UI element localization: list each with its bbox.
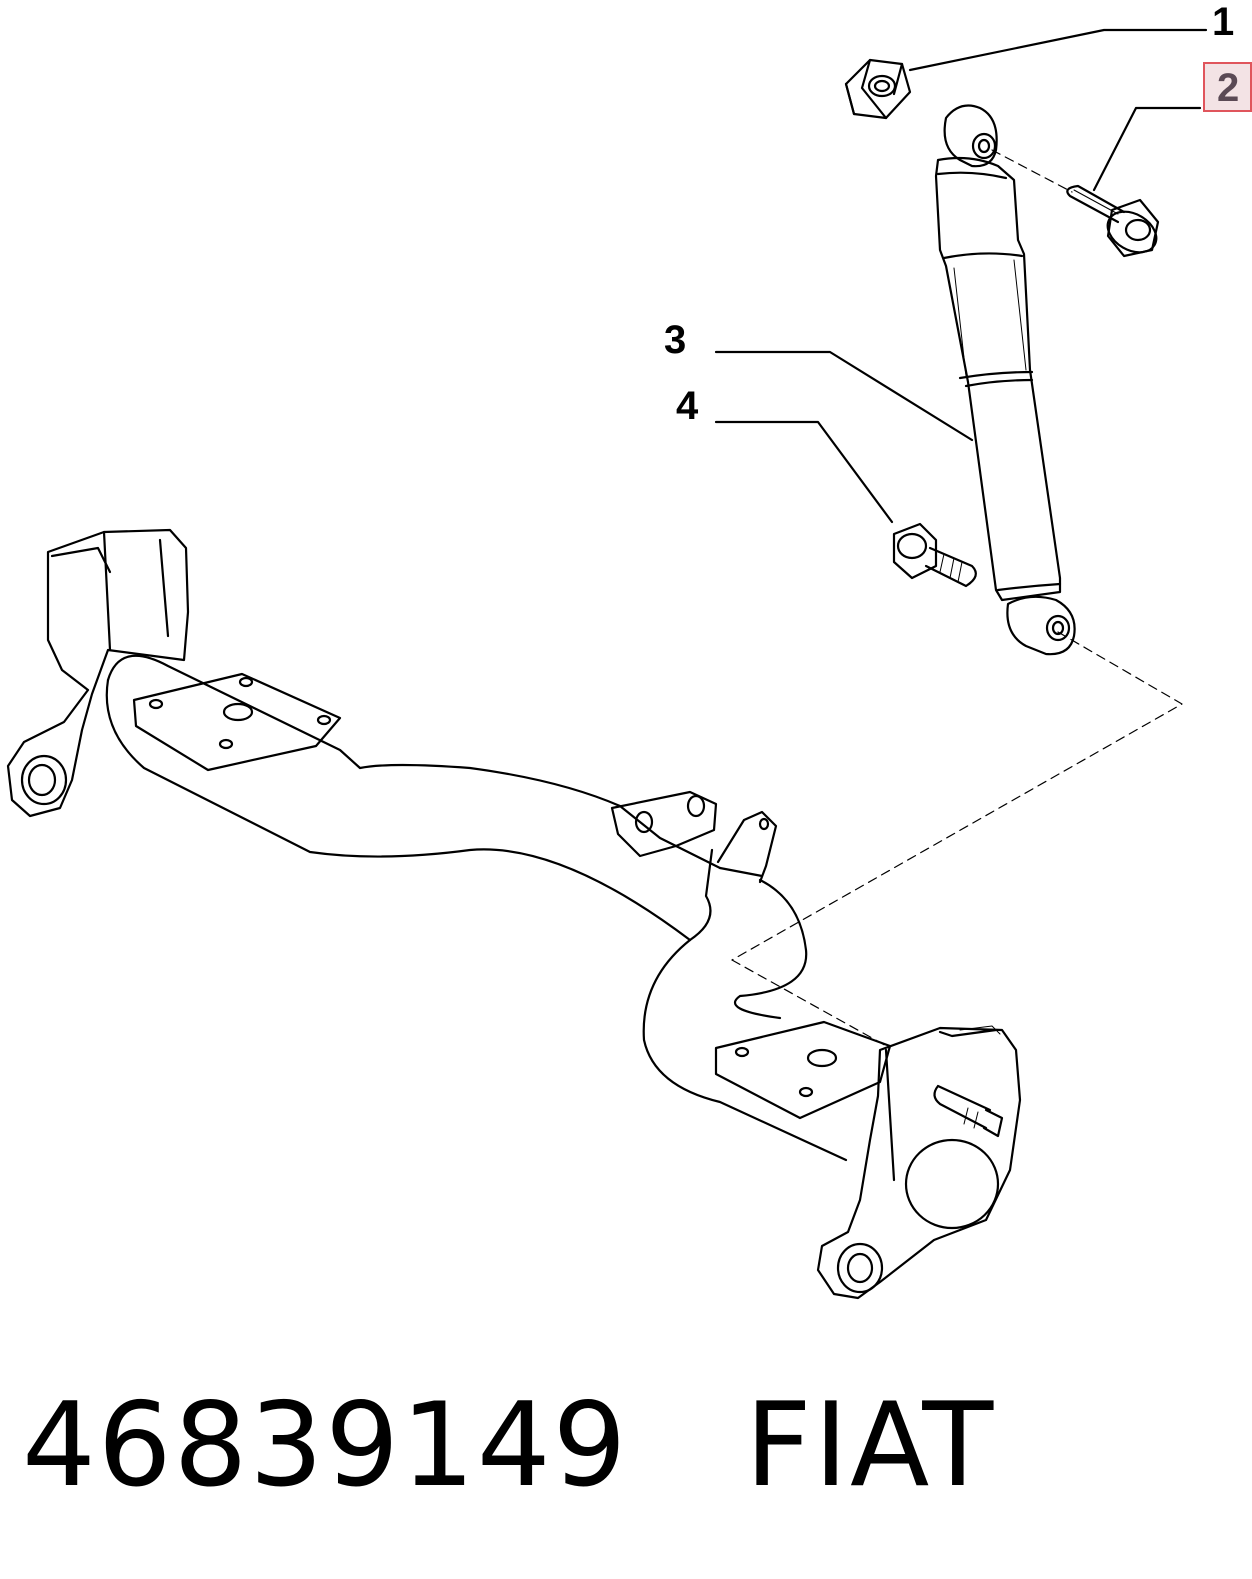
bolt-part-4 (892, 522, 977, 588)
exploded-parts-diagram (6, 28, 1208, 1300)
part-label: 46839149 FIAT (22, 1378, 995, 1513)
rear-axle-beam (6, 528, 1022, 1300)
dash-upper-bolt (991, 149, 1073, 193)
leader-line-1 (908, 28, 1208, 72)
shock-absorber-part-3 (934, 104, 1076, 656)
callout-1: 1 (1212, 0, 1235, 44)
callout-4: 4 (676, 384, 699, 428)
callout-2-highlighted: 2 (1203, 62, 1252, 112)
leader-line-2 (1092, 106, 1202, 192)
leader-lines (714, 28, 1208, 524)
leader-line-3 (714, 350, 974, 442)
hex-nut-part-1 (844, 58, 912, 120)
brand-name: FIAT (745, 1378, 996, 1513)
dash-axle-bracket (731, 959, 891, 1049)
leader-line-4 (714, 420, 894, 524)
bolt-part-2 (1066, 184, 1160, 258)
callout-3: 3 (664, 318, 687, 362)
alignment-dashed-lines (731, 149, 1183, 1049)
dash-lower-mount (731, 631, 1183, 961)
part-number: 46839149 (22, 1378, 629, 1513)
